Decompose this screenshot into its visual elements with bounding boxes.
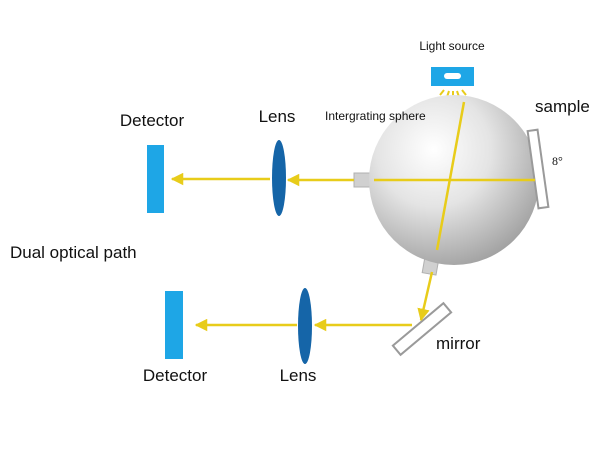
beam-incident <box>435 101 466 251</box>
sample-frame <box>526 128 550 210</box>
lens-bottom-label: Lens <box>280 366 317 385</box>
sample-label: sample <box>535 97 590 116</box>
detector-bottom-label: Detector <box>143 366 208 385</box>
light-source-window <box>444 73 461 79</box>
detector-top-label: Detector <box>120 111 185 130</box>
detector-top <box>147 145 164 213</box>
beam-to-mirror <box>417 271 434 322</box>
light-source-label: Light source <box>419 39 485 53</box>
lens-top-label: Lens <box>259 107 296 126</box>
diagram-title: Dual optical path <box>10 243 137 262</box>
beam-paths <box>170 101 535 332</box>
lens-top <box>272 140 286 216</box>
sphere-label: Intergrating sphere <box>325 109 426 123</box>
mirror <box>391 301 453 357</box>
mirror-frame <box>391 301 453 357</box>
angle-label: 8° <box>552 154 563 168</box>
light-source <box>431 67 474 98</box>
lens-bottom <box>298 288 312 364</box>
sample-holder <box>526 128 550 210</box>
detector-bottom <box>165 291 183 359</box>
mirror-label: mirror <box>436 334 481 353</box>
